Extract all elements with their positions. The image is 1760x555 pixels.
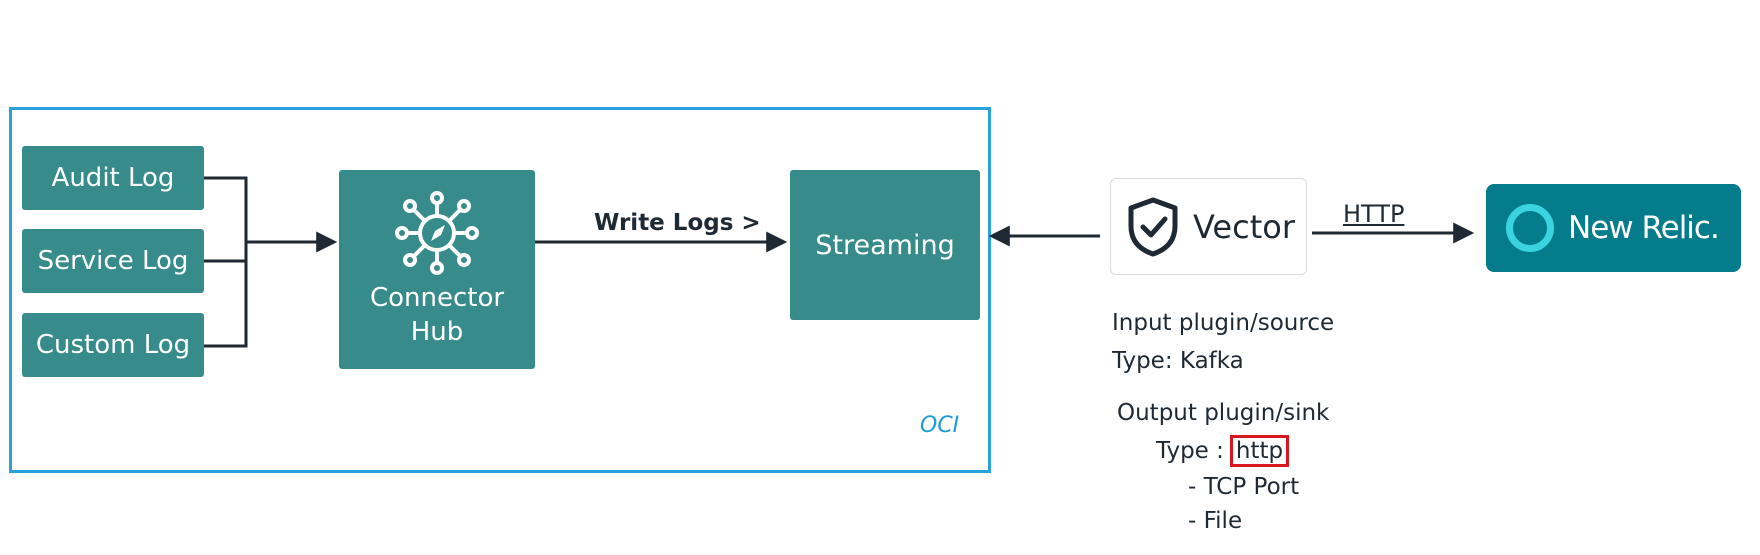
- input-plugin-title: Input plugin/source: [1112, 310, 1335, 336]
- vector-label: Vector: [1193, 207, 1295, 246]
- write-logs-label: Write Logs >: [594, 210, 761, 236]
- oci-label: OCI: [920, 413, 960, 438]
- output-plugin-title: Output plugin/sink: [1117, 400, 1330, 426]
- output-option-file: - File: [1188, 508, 1243, 534]
- custom-log-node: Custom Log: [22, 313, 204, 377]
- new-relic-node: New Relic.: [1486, 184, 1741, 272]
- output-plugin-type: Type :http: [1156, 435, 1290, 467]
- input-plugin-type: Type: Kafka: [1112, 348, 1244, 374]
- service-log-node: Service Log: [22, 229, 204, 293]
- output-option-tcp-port: - TCP Port: [1188, 474, 1300, 500]
- streaming-node: Streaming: [790, 170, 980, 320]
- new-relic-ring-icon: [1506, 204, 1554, 252]
- vector-node: Vector: [1110, 178, 1307, 275]
- connector-hub-label-line2: Hub: [410, 316, 464, 347]
- connector-hub-node: Connector Hub: [339, 170, 535, 369]
- output-type-prefix: Type :: [1156, 438, 1224, 464]
- audit-log-node: Audit Log: [22, 146, 204, 210]
- new-relic-label: New Relic.: [1568, 210, 1720, 246]
- shield-check-icon: [1128, 197, 1178, 256]
- output-type-highlight: http: [1229, 435, 1290, 467]
- hub-network-icon: [395, 190, 479, 275]
- oci-boundary: [9, 107, 991, 473]
- connector-hub-label-line1: Connector: [369, 282, 505, 313]
- http-label: HTTP: [1343, 200, 1405, 228]
